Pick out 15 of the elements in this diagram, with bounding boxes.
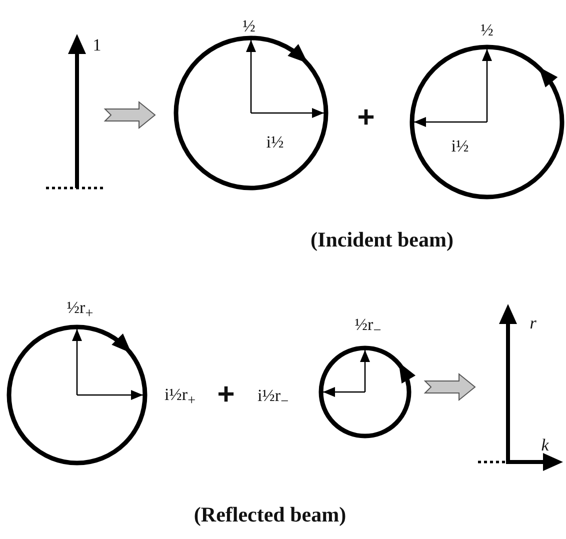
amplitude-label: ½	[242, 18, 256, 34]
amplitude-label: i½	[266, 134, 284, 150]
axis-label: r	[530, 314, 536, 332]
amplitude-label: 1	[92, 36, 102, 54]
amplitude-label: ½r$_{−}$	[354, 316, 382, 338]
amplitude-label: ½r$_{+}$	[66, 299, 94, 321]
amplitude-label: i½	[451, 138, 469, 154]
plus-sign: +	[357, 103, 375, 133]
amplitude-label: i½r$_{−}$	[257, 387, 289, 409]
section-caption: (Incident beam)	[310, 230, 454, 250]
amplitude-label: i½r$_{+}$	[164, 386, 196, 408]
plus-sign: +	[217, 380, 235, 410]
amplitude-label: ½	[480, 22, 494, 38]
section-caption: (Reflected beam)	[194, 504, 346, 526]
axis-label: k	[541, 436, 549, 454]
